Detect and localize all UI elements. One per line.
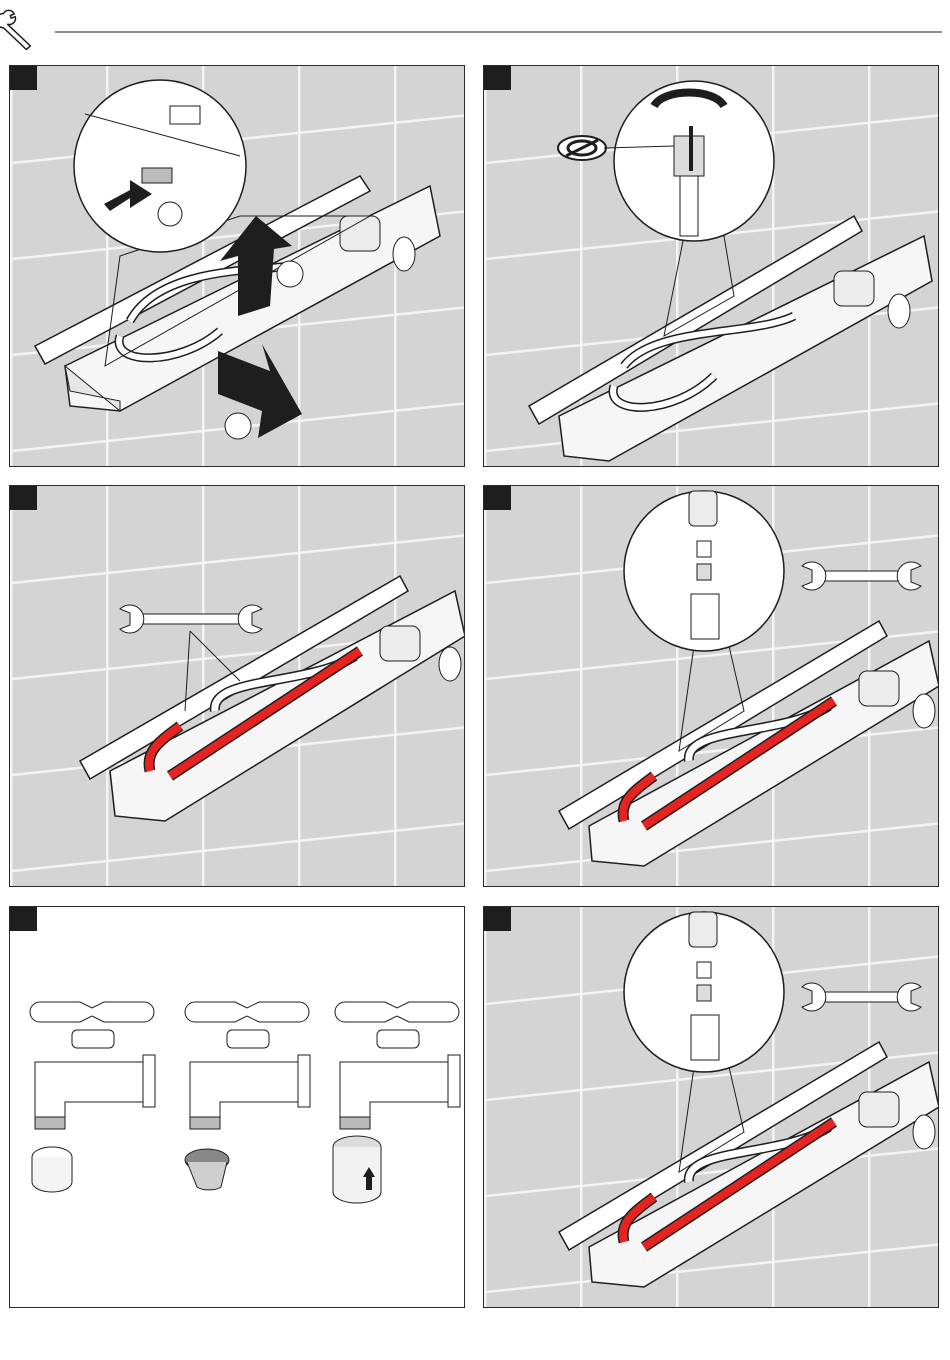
panel-4-scene bbox=[484, 486, 939, 887]
step-panel-4 bbox=[483, 485, 939, 887]
step-panel-5 bbox=[9, 906, 465, 1308]
step-panel-3 bbox=[9, 485, 465, 887]
header-graphic bbox=[0, 0, 950, 50]
tap-icon bbox=[30, 1002, 155, 1192]
panel-1-scene bbox=[10, 66, 465, 467]
step-panel-1 bbox=[9, 65, 465, 467]
panel-3-scene bbox=[10, 486, 465, 887]
step-number bbox=[10, 486, 37, 510]
step-number bbox=[484, 486, 511, 510]
wrench-icon bbox=[0, 7, 40, 50]
step-number bbox=[484, 907, 511, 931]
panel-5-scene bbox=[10, 907, 465, 1308]
panel-6-scene bbox=[484, 907, 939, 1308]
tap-icon bbox=[333, 1002, 460, 1203]
step-panel-2 bbox=[483, 65, 939, 467]
step-panel-6 bbox=[483, 906, 939, 1308]
step-number bbox=[10, 66, 37, 90]
page-header bbox=[0, 0, 950, 50]
panel-2-scene bbox=[484, 66, 939, 467]
tap-icon bbox=[185, 1002, 310, 1190]
step-number bbox=[484, 66, 511, 90]
step-number bbox=[10, 907, 37, 931]
